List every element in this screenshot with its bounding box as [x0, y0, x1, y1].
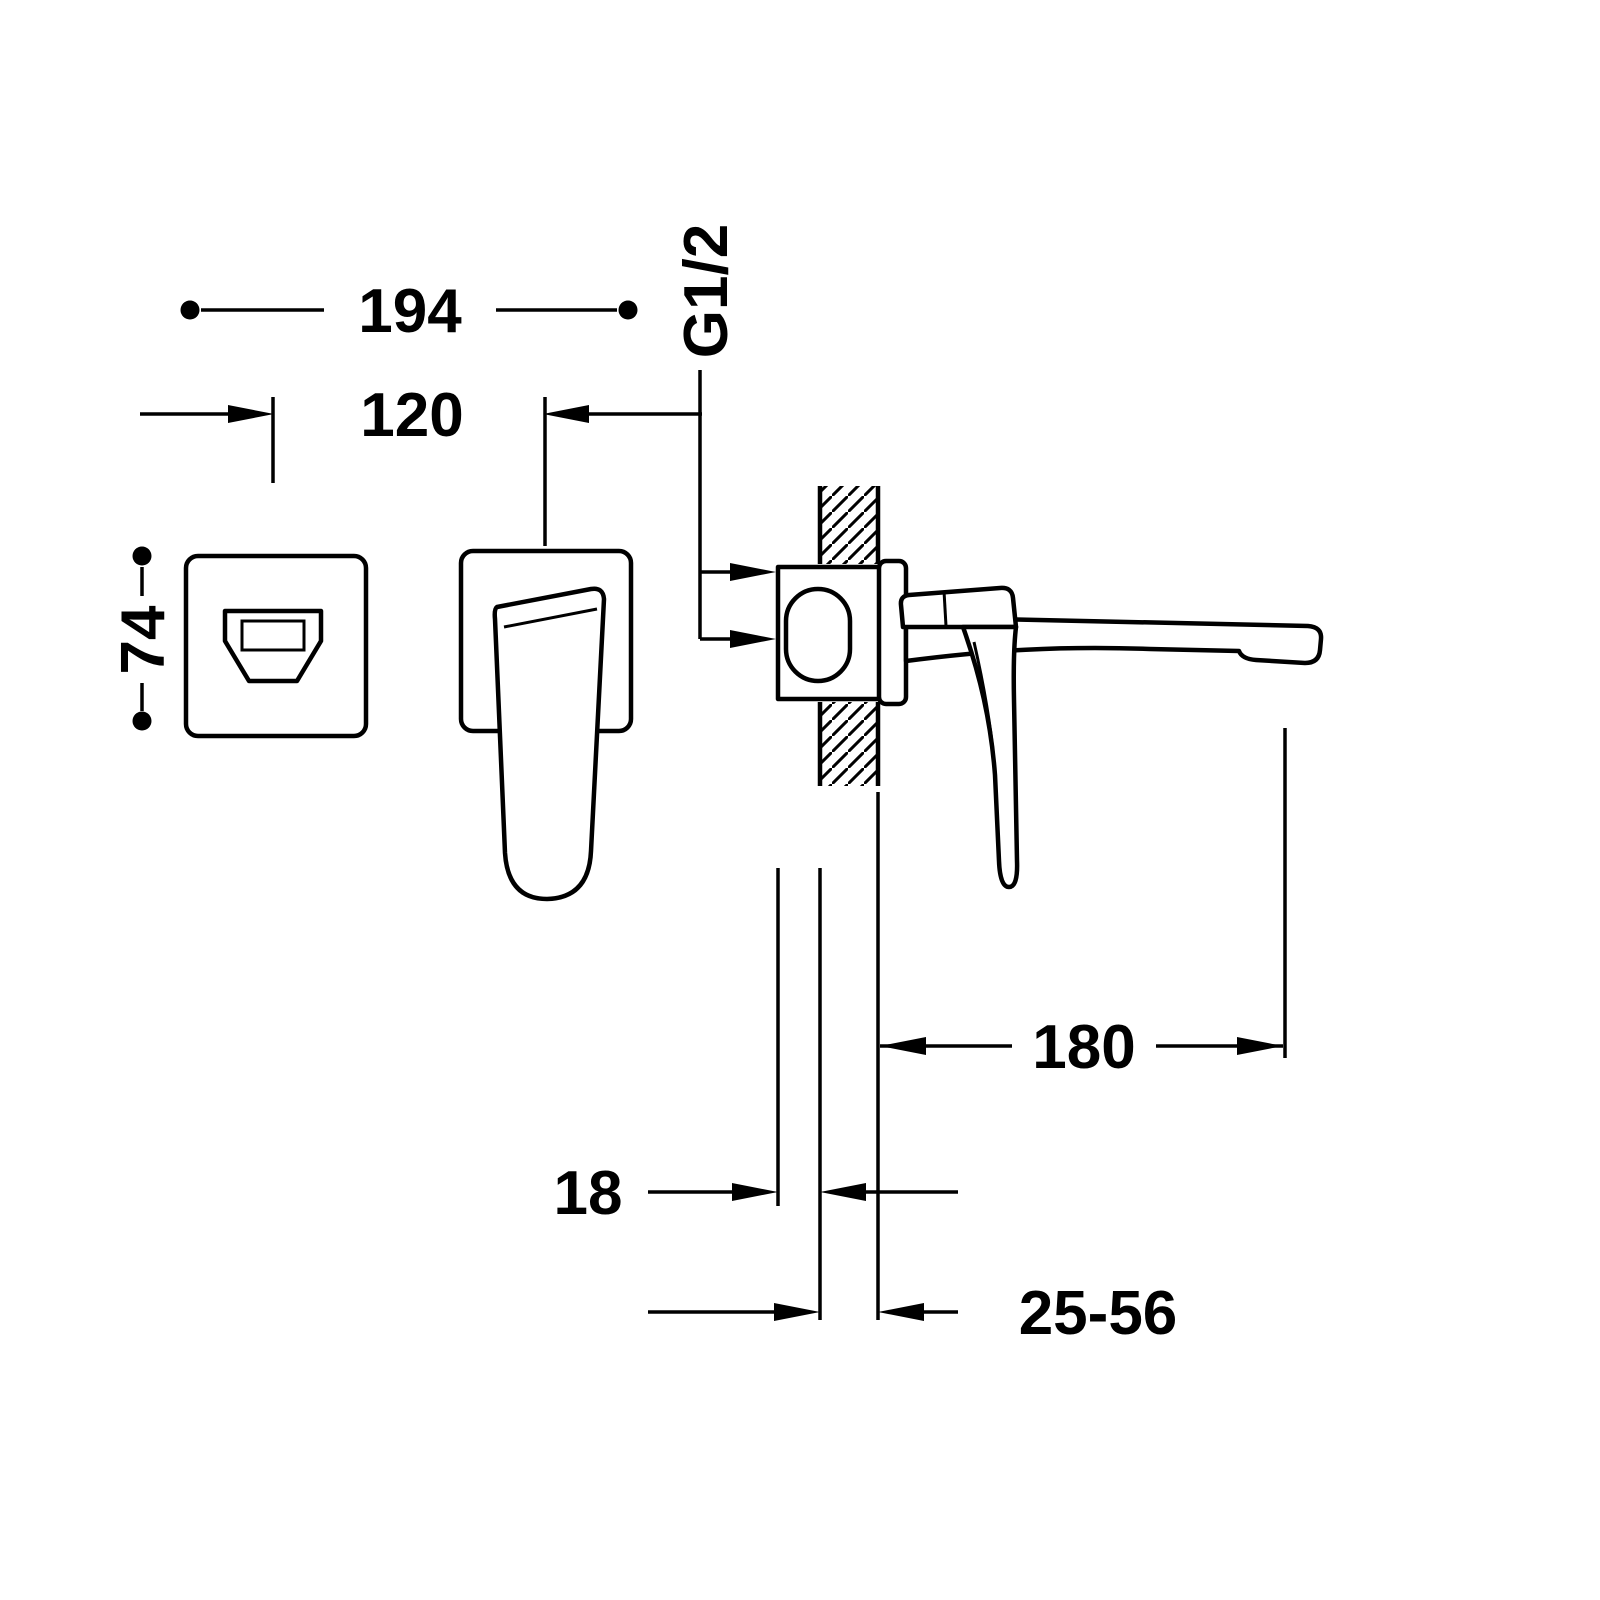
concealed-body — [775, 564, 879, 702]
arrowhead-left — [543, 405, 589, 423]
dimension-dot — [132, 546, 152, 566]
dimension-overall-width: 194 — [180, 277, 638, 346]
arrowhead-left — [878, 1303, 924, 1321]
lever-cap-seam — [942, 590, 948, 627]
dimension-install-depth: 25-56 — [648, 1279, 1177, 1348]
arrowhead-left — [820, 1183, 866, 1201]
dim-label-180: 180 — [1032, 1013, 1135, 1082]
arrowhead-left — [880, 1037, 926, 1055]
escutcheon-side — [876, 558, 909, 707]
dim-label-194: 194 — [358, 277, 462, 346]
wall-hatch-upper — [820, 486, 878, 564]
arrowhead-right — [774, 1303, 820, 1321]
arrowhead-right — [730, 630, 776, 648]
dim-label-25-56: 25-56 — [1019, 1279, 1178, 1348]
dim-label-74: 74 — [109, 605, 178, 674]
spout-wall-plate-front — [183, 553, 369, 739]
dim-label-18: 18 — [554, 1159, 623, 1228]
dimension-spout-projection: 180 — [876, 728, 1287, 1320]
lever-handle-edge-line — [503, 607, 598, 629]
thread-label-g12: G1/2 — [672, 224, 741, 358]
lever-handle-contour — [972, 641, 997, 773]
lever-cap-side — [898, 585, 1019, 630]
cartridge-housing — [783, 586, 853, 684]
dimension-dot — [180, 300, 200, 320]
lever-handle-side — [960, 624, 1020, 890]
dimension-center-distance: 120 — [140, 381, 702, 546]
dim-label-120: 120 — [360, 381, 463, 450]
side-view — [775, 486, 1324, 890]
front-view — [183, 548, 634, 902]
arrowhead-right — [1237, 1037, 1283, 1055]
arrowhead-right — [730, 563, 776, 581]
arrowhead-right — [732, 1183, 778, 1201]
thread-callout: G1/2 — [672, 224, 776, 648]
wall-hatch-lower — [820, 702, 878, 786]
dimension-plate-offset: 18 — [554, 868, 958, 1320]
dimension-dot — [618, 300, 638, 320]
spout-outlet-front — [222, 608, 324, 684]
arrowhead-right — [228, 405, 274, 423]
dimension-plate-height: 74 — [109, 546, 178, 731]
spout-aerator-front — [240, 619, 306, 652]
dimension-dot — [132, 711, 152, 731]
lever-handle-front — [492, 586, 607, 902]
